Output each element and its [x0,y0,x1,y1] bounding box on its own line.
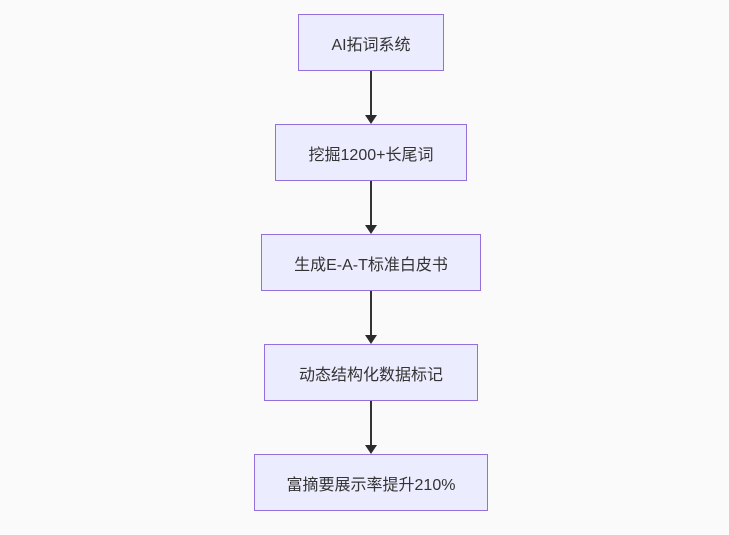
flow-arrow-3 [364,291,378,344]
flow-node-mine-longtail-keywords: 挖掘1200+长尾词 [275,124,467,181]
flow-node-label: 动态结构化数据标记 [298,366,443,384]
flow-node-label: AI拓词系统 [331,36,411,54]
flowchart: AI拓词系统 挖掘1200+长尾词 生成E-A-T标准白皮书 动态结构化数据标记… [254,14,488,511]
arrow-line [370,71,372,115]
arrow-down-icon [365,445,377,454]
flow-node-label: 挖掘1200+长尾词 [308,146,434,164]
arrow-line [370,401,372,445]
flow-node-label: 生成E-A-T标准白皮书 [294,256,448,274]
arrow-down-icon [365,335,377,344]
flow-node-rich-snippet-rate-increase: 富摘要展示率提升210% [254,454,488,511]
flow-arrow-2 [364,181,378,234]
arrow-line [370,181,372,225]
flow-node-label: 富摘要展示率提升210% [286,476,456,494]
arrow-down-icon [365,225,377,234]
arrow-line [370,291,372,335]
flow-arrow-4 [364,401,378,454]
flow-node-generate-eat-whitepaper: 生成E-A-T标准白皮书 [261,234,481,291]
flow-node-ai-word-expansion-system: AI拓词系统 [298,14,444,71]
flow-arrow-1 [364,71,378,124]
flow-node-dynamic-structured-data-markup: 动态结构化数据标记 [264,344,478,401]
arrow-down-icon [365,115,377,124]
